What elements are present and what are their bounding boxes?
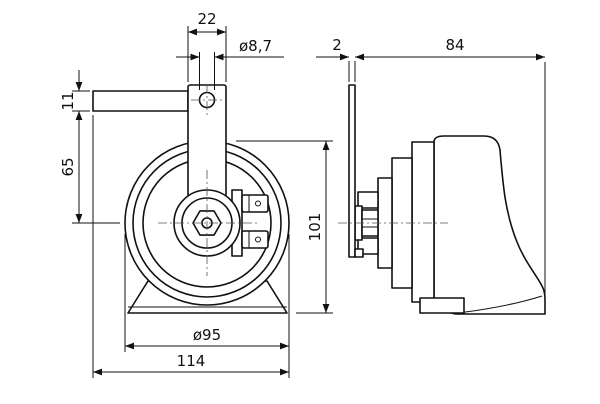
terminal-upper-hole <box>255 200 261 207</box>
dim-overall-depth: 84 <box>355 36 546 295</box>
dim-label-hole-diameter: ø8,7 <box>239 37 272 55</box>
dim-label-arm-to-axis: 65 <box>59 157 77 176</box>
bracket-plate-hook <box>354 248 364 258</box>
dim-label-bracket-thickness: 2 <box>332 36 342 54</box>
rear-shell <box>433 135 546 315</box>
dim-arm-thickness: 11 <box>59 70 90 111</box>
dim-bracket-width: 22 <box>187 10 227 82</box>
side-view-dimensions: 2 84 <box>316 36 546 295</box>
terminal-lower-hole <box>255 236 261 243</box>
dim-bracket-thickness: 2 <box>316 36 356 82</box>
side-view <box>338 84 546 315</box>
dim-label-overall-height: 101 <box>306 213 324 242</box>
side-arm <box>92 90 189 112</box>
dim-body-diameter: ø95 <box>124 234 289 352</box>
dim-arm-to-axis: 65 <box>59 110 120 224</box>
bracket-plate-side <box>348 84 356 258</box>
dim-label-overall-width: 114 <box>177 352 206 370</box>
front-view-dimensions: 22 ø8,7 11 65 101 <box>59 10 333 378</box>
housing-step-rear <box>411 141 435 303</box>
dim-label-body-diameter: ø95 <box>193 326 221 344</box>
hex-nut-side-facets <box>362 218 378 228</box>
mounting-foot-side <box>419 297 465 314</box>
terminal-upper-side <box>357 191 379 209</box>
trumpet-mouth-inner-line <box>457 295 543 314</box>
dim-label-bracket-width: 22 <box>197 10 216 28</box>
dim-overall-height: 101 <box>236 140 333 314</box>
dim-overall-width: 114 <box>92 115 290 378</box>
dim-hole-diameter: ø8,7 <box>176 37 284 90</box>
front-view <box>92 84 290 314</box>
dim-label-overall-depth: 84 <box>445 36 464 54</box>
dim-label-arm-thickness: 11 <box>59 91 77 110</box>
